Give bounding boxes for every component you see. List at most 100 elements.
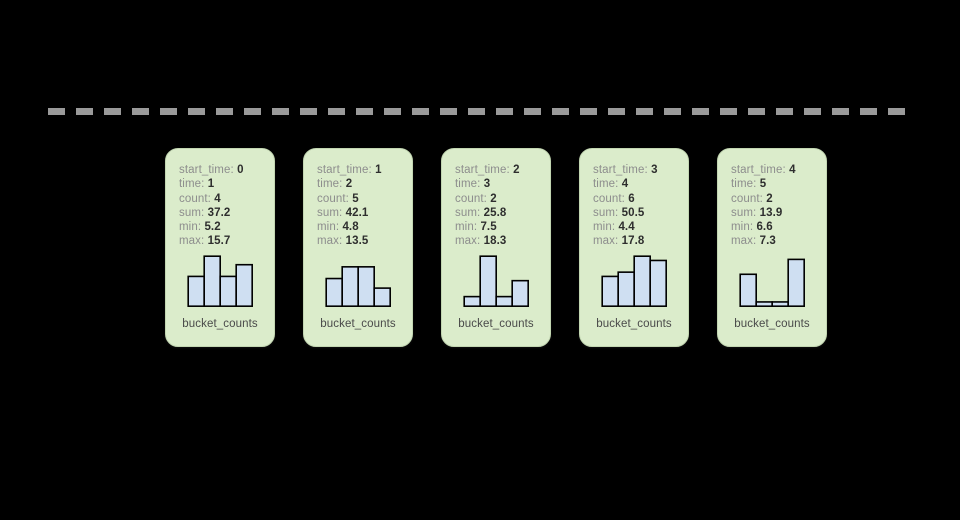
field-value-start-time: 2 (513, 164, 520, 176)
field-value-sum: 42.1 (345, 206, 369, 219)
histogram-bar (325, 277, 343, 307)
histogram-bar (463, 295, 481, 307)
field-value-time: 5 (759, 178, 767, 191)
histogram-bar (739, 273, 757, 307)
field-value-min: 7.5 (480, 221, 497, 234)
field-label-min: min: (317, 221, 340, 234)
histogram-svg (187, 255, 253, 307)
field-label-start-time: start_time: (317, 164, 372, 176)
field-value-start-time: 3 (651, 164, 658, 176)
field-start-time: start_time: 1 (317, 163, 406, 177)
field-label-max: max: (731, 235, 757, 248)
histogram-bar (495, 295, 513, 307)
field-value-max: 18.3 (483, 235, 507, 248)
field-start-time: start_time: 0 (179, 163, 268, 177)
histogram-bar (649, 259, 667, 307)
field-value-time: 4 (621, 178, 629, 191)
field-time: time: 2 (317, 177, 406, 191)
field-max: max: 13.5 (317, 234, 406, 248)
histogram-bar (787, 258, 805, 307)
bucket-counts-histogram (304, 253, 412, 307)
histogram-svg (601, 255, 667, 307)
histogram-svg (463, 255, 529, 307)
field-count: count: 2 (731, 192, 820, 206)
field-value-min: 5.2 (204, 221, 221, 234)
field-start-time: start_time: 3 (593, 163, 682, 177)
field-value-start-time: 1 (375, 164, 382, 176)
bucket-counts-histogram (718, 253, 826, 307)
field-count: count: 5 (317, 192, 406, 206)
field-value-time: 2 (345, 178, 353, 191)
card-caption: bucket_counts (320, 318, 396, 330)
card-caption: bucket_counts (734, 318, 810, 330)
field-value-max: 13.5 (345, 235, 369, 248)
field-label-sum: sum: (455, 206, 481, 219)
field-label-start-time: start_time: (593, 164, 648, 176)
field-value-min: 4.4 (618, 221, 635, 234)
field-value-count: 2 (766, 192, 773, 205)
field-value-start-time: 4 (789, 164, 796, 176)
histogram-bar (357, 265, 375, 307)
field-label-time: time: (593, 178, 619, 191)
field-sum: sum: 13.9 (731, 206, 820, 220)
field-value-min: 4.8 (342, 221, 359, 234)
field-min: min: 5.2 (179, 220, 268, 234)
field-value-sum: 50.5 (621, 206, 645, 219)
field-label-time: time: (179, 178, 205, 191)
histogram-bar (511, 279, 529, 307)
card-caption: bucket_counts (182, 318, 258, 330)
field-label-time: time: (455, 178, 481, 191)
field-min: min: 7.5 (455, 220, 544, 234)
histogram-bar (187, 275, 205, 307)
field-label-time: time: (317, 178, 343, 191)
field-value-count: 5 (352, 192, 359, 205)
field-value-time: 3 (483, 178, 491, 191)
field-label-min: min: (731, 221, 754, 234)
field-start-time: start_time: 4 (731, 163, 820, 177)
histogram-bar (219, 275, 237, 307)
histogram-bar (479, 255, 497, 307)
field-value-sum: 25.8 (483, 206, 507, 219)
field-value-max: 7.3 (759, 235, 776, 248)
field-max: max: 17.8 (593, 234, 682, 248)
field-label-sum: sum: (179, 206, 205, 219)
field-label-count: count: (455, 192, 487, 205)
field-min: min: 4.8 (317, 220, 406, 234)
histogram-bar (373, 286, 391, 307)
card-caption: bucket_counts (458, 318, 534, 330)
bucket-counts-histogram (580, 253, 688, 307)
field-time: time: 5 (731, 177, 820, 191)
bucket-counts-histogram (442, 253, 550, 307)
field-count: count: 6 (593, 192, 682, 206)
field-max: max: 18.3 (455, 234, 544, 248)
histogram-bar (617, 270, 635, 307)
field-value-start-time: 0 (237, 164, 244, 176)
field-label-start-time: start_time: (455, 164, 510, 176)
field-label-count: count: (317, 192, 349, 205)
field-count: count: 2 (455, 192, 544, 206)
field-sum: sum: 50.5 (593, 206, 682, 220)
card-caption: bucket_counts (596, 318, 672, 330)
field-count: count: 4 (179, 192, 268, 206)
field-value-max: 17.8 (621, 235, 645, 248)
field-max: max: 7.3 (731, 234, 820, 248)
field-label-time: time: (731, 178, 757, 191)
field-value-min: 6.6 (756, 221, 773, 234)
histogram-bar (771, 300, 789, 307)
field-label-max: max: (455, 235, 481, 248)
field-label-max: max: (593, 235, 619, 248)
field-time: time: 1 (179, 177, 268, 191)
field-time: time: 3 (455, 177, 544, 191)
field-start-time: start_time: 2 (455, 163, 544, 177)
